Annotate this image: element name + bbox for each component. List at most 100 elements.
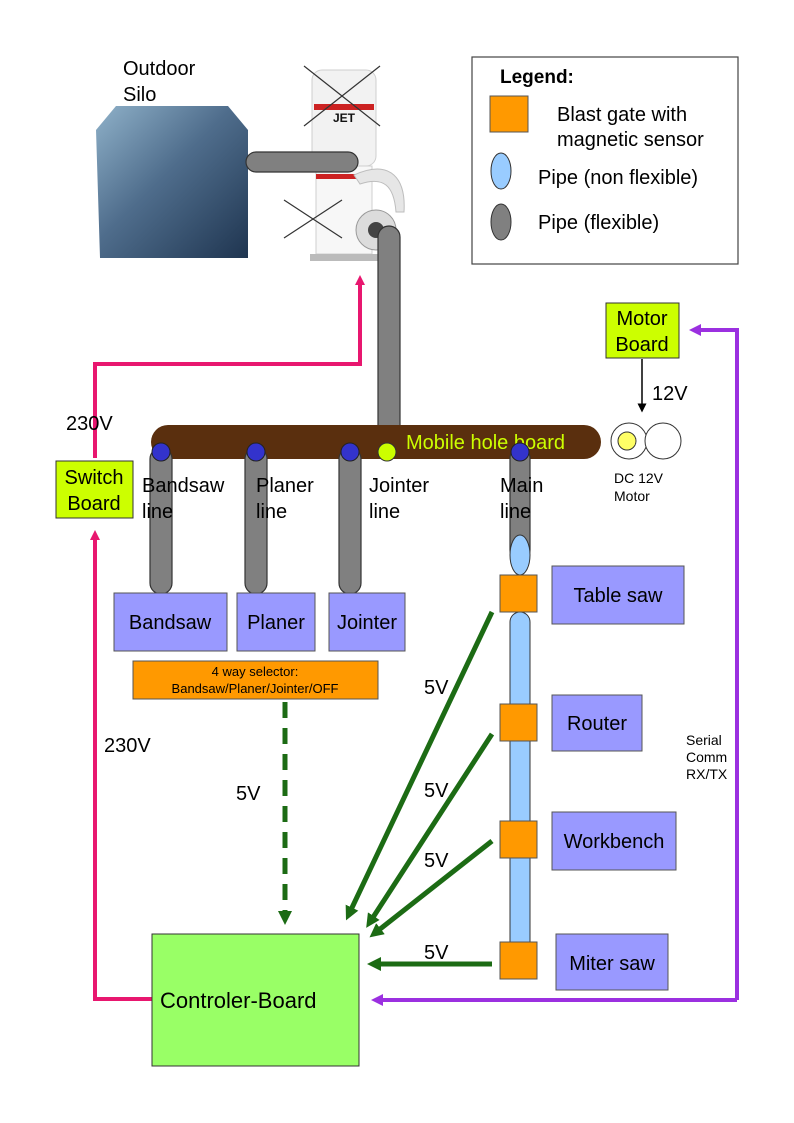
dc-motor-right (644, 422, 682, 460)
switch-board-box (55, 460, 134, 519)
hole-collector (377, 442, 397, 462)
serial-label-2: Comm (686, 749, 727, 765)
hole-jointer (340, 442, 360, 462)
machine-workbench: Workbench (551, 811, 677, 871)
flex-pipe-collector-board (377, 225, 401, 451)
machine-planer-label: Planer (247, 612, 305, 634)
machine-workbench-box (551, 811, 677, 871)
silo-label-line1: Outdoor (123, 58, 196, 80)
legend-gate-swatch (489, 95, 529, 133)
collector-base (310, 254, 380, 261)
machine-planer-box (236, 592, 316, 652)
machine-jointer: Jointer (328, 592, 406, 652)
planer-line-label-1: Planer (256, 475, 314, 497)
serial-label-1: Serial (686, 732, 722, 748)
bandsaw-line-label-1: Bandsaw (142, 475, 225, 497)
rigid-pipe-top (509, 534, 531, 576)
voltage-5v-selector: 5V (236, 783, 261, 805)
legend-gate-label-2: magnetic sensor (557, 129, 704, 151)
legend-box (471, 56, 739, 265)
legend-flex-pipe-swatch (490, 203, 512, 241)
machine-miter-saw-box (555, 933, 669, 991)
voltage-5v-table-saw: 5V (424, 677, 449, 699)
signal-workbench (369, 839, 494, 938)
legend-gate-label-1: Blast gate with (557, 104, 687, 126)
voltage-5v-miter-saw: 5V (424, 942, 449, 964)
machine-table-saw: Table saw (551, 565, 685, 625)
voltage-230v-bottom: 230V (104, 735, 151, 757)
mobile-hole-board-label: Mobile hole board (406, 432, 565, 454)
machine-table-saw-label: Table saw (574, 585, 663, 607)
legend-rigid-pipe-label: Pipe (non flexible) (538, 167, 698, 189)
legend: Legend: Blast gate with magnetic sensor … (471, 56, 739, 265)
bandsaw-line-label-2: line (142, 501, 173, 523)
four-way-selector: 4 way selector: Bandsaw/Planer/Jointer/O… (132, 660, 379, 700)
motor-board-box (605, 302, 680, 359)
collector-band-lower (316, 174, 372, 179)
collector-brand: JET (333, 111, 356, 125)
legend-flex-pipe-label: Pipe (flexible) (538, 212, 659, 234)
machine-miter-saw-label: Miter saw (569, 953, 655, 975)
planer-line-label-2: line (256, 501, 287, 523)
machine-miter-saw: Miter saw (555, 933, 669, 991)
voltage-12v: 12V (652, 383, 688, 405)
legend-title: Legend: (500, 67, 574, 88)
signal-router (366, 732, 495, 928)
rigid-pipe-main (509, 611, 531, 973)
jointer-line-label-2: line (369, 501, 400, 523)
dc-motor-label-1: DC 12V (614, 470, 664, 486)
main-line-label-1: Main (500, 475, 543, 497)
machine-bandsaw-box (113, 592, 228, 652)
jointer-line-label-1: Jointer (369, 475, 429, 497)
machine-table-saw-box (551, 565, 685, 625)
signal-table-saw (345, 610, 495, 921)
switch-board-label-1: Switch (65, 467, 124, 489)
voltage-5v-router: 5V (424, 780, 449, 802)
motor-board-label-2: Board (615, 334, 668, 356)
power-line-to-collector (93, 275, 365, 458)
machine-workbench-label: Workbench (564, 831, 665, 853)
collector-intake (353, 168, 405, 213)
voltage-5v-workbench: 5V (424, 850, 449, 872)
controller-board-label: Controler-Board (160, 988, 317, 1013)
hole-bandsaw (151, 442, 171, 462)
flex-pipe-silo-collector (245, 151, 359, 173)
legend-rigid-pipe-swatch (490, 152, 512, 190)
main-line-label-2: line (500, 501, 531, 523)
dc-motor-label-2: Motor (614, 488, 650, 504)
hole-main (510, 442, 530, 462)
controller-board-box (151, 933, 360, 1067)
motor-board: Motor Board (605, 302, 680, 359)
controller-board: Controler-Board (151, 933, 360, 1067)
outdoor-silo: Outdoor Silo (96, 58, 248, 258)
machine-jointer-label: Jointer (337, 612, 397, 634)
machine-bandsaw: Bandsaw (113, 592, 228, 652)
hole-planer (246, 442, 266, 462)
machine-router-label: Router (567, 713, 627, 735)
switch-board: Switch Board (55, 460, 134, 519)
selector-label-1: 4 way selector: (212, 664, 299, 679)
silo-label-line2: Silo (123, 84, 156, 106)
serial-line-to-motor-board (689, 324, 739, 1000)
dc-motor: DC 12V Motor (610, 422, 682, 504)
machine-bandsaw-label: Bandsaw (129, 612, 212, 634)
machine-planer: Planer (236, 592, 316, 652)
dc-motor-hub (617, 431, 637, 451)
motor-board-label-1: Motor (616, 308, 667, 330)
machine-jointer-box (328, 592, 406, 652)
selector-label-2: Bandsaw/Planer/Jointer/OFF (172, 681, 339, 696)
power-line-controller-to-switch (90, 530, 152, 1001)
cross-out-bottom-2 (283, 199, 343, 239)
cross-out-top-2 (303, 65, 381, 127)
selector-box (132, 660, 379, 700)
blast-gate-router (499, 703, 538, 742)
machine-router-box (551, 694, 643, 752)
voltage-230v-top: 230V (66, 413, 113, 435)
blast-gate-miter-saw (499, 941, 538, 980)
blast-gate-table-saw (499, 574, 538, 613)
dust-collector: JET (283, 65, 405, 261)
silo-shape (96, 106, 248, 258)
blast-gate-workbench (499, 820, 538, 859)
machine-router: Router (551, 694, 643, 752)
serial-label-3: RX/TX (686, 766, 728, 782)
